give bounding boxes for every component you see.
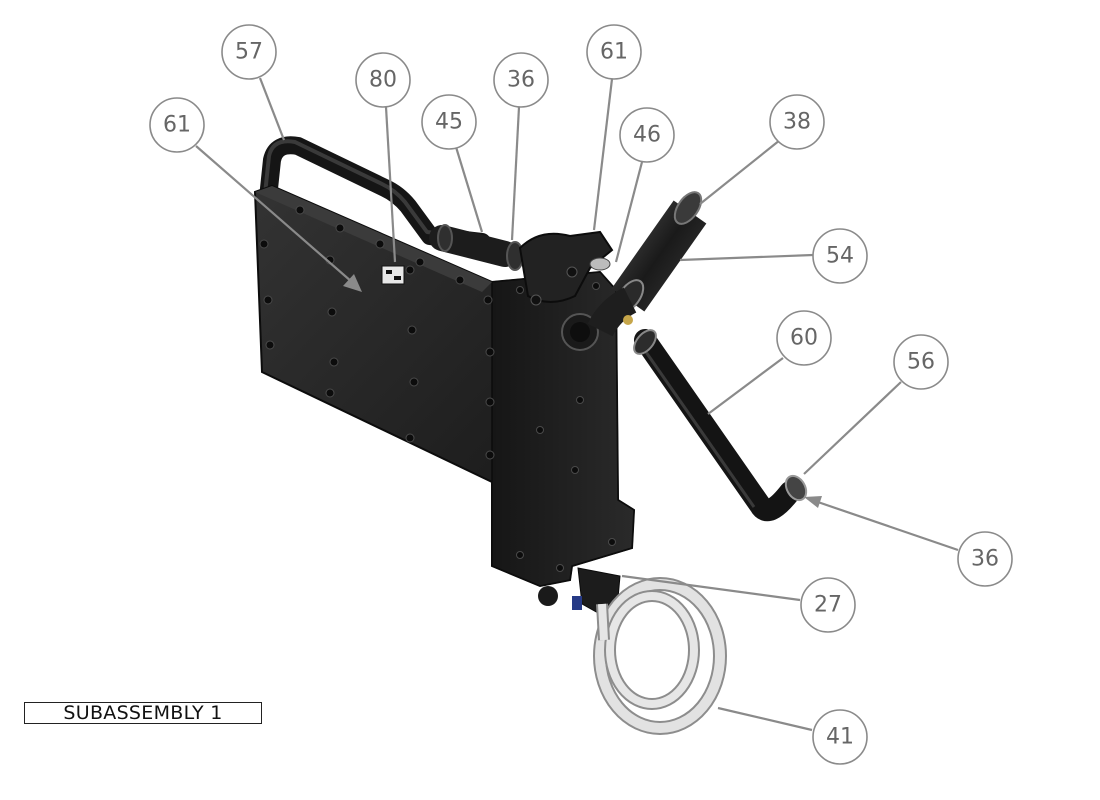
leader-36b [811, 498, 959, 552]
balloon-46: 46 [619, 107, 675, 163]
balloon-label: 46 [633, 123, 661, 148]
leader-61a [195, 145, 353, 283]
balloon-label: 41 [826, 725, 854, 750]
label-plate [381, 265, 405, 285]
leader-27 [621, 574, 801, 602]
balloon-label: 27 [814, 593, 842, 618]
leader-54 [679, 253, 814, 262]
leader-41 [717, 706, 813, 732]
balloon-label: 57 [235, 40, 263, 65]
leader-60 [707, 357, 784, 415]
balloon-label: 36 [971, 547, 999, 572]
balloon-label: 54 [826, 244, 854, 269]
leader-56 [803, 381, 902, 475]
balloon-callouts: 57 61 80 45 36 61 46 38 54 60 56 36 27 4… [149, 24, 1013, 765]
balloon-label: 60 [790, 326, 818, 351]
balloon-label: 38 [783, 110, 811, 135]
balloon-36-top: 36 [493, 52, 549, 108]
balloon-56: 56 [893, 334, 949, 390]
balloon-41: 41 [812, 709, 868, 765]
arrowhead-36b [804, 496, 822, 508]
balloon-label: 45 [435, 110, 463, 135]
balloon-61-top: 61 [586, 24, 642, 80]
clear-coil-tube [593, 577, 727, 735]
balloon-60: 60 [776, 310, 832, 366]
balloon-27: 27 [800, 577, 856, 633]
heat-exchanger-assembly [253, 136, 808, 735]
balloon-label: 61 [600, 40, 628, 65]
balloon-36-right: 36 [957, 531, 1013, 587]
leader-80 [384, 106, 397, 263]
leader-57 [258, 77, 286, 141]
balloon-label: 36 [507, 68, 535, 93]
leader-lines [195, 77, 959, 732]
balloon-45: 45 [421, 94, 477, 150]
balloon-61-left: 61 [149, 97, 205, 153]
balloon-38: 38 [769, 94, 825, 150]
leader-61b [592, 78, 614, 231]
balloon-label: 61 [163, 113, 191, 138]
balloon-label: 56 [907, 350, 935, 375]
balloon-54: 54 [812, 228, 868, 284]
arrowhead-61a [343, 274, 362, 292]
leader-36a [510, 106, 521, 241]
balloon-label: 80 [369, 68, 397, 93]
long-hose [634, 329, 801, 522]
balloon-57: 57 [221, 24, 277, 80]
leader-46 [614, 161, 644, 263]
balloon-80: 80 [355, 52, 411, 108]
leader-38 [699, 139, 781, 205]
subassembly-label: SUBASSEMBLY 1 [24, 702, 262, 724]
leader-45 [454, 146, 484, 233]
